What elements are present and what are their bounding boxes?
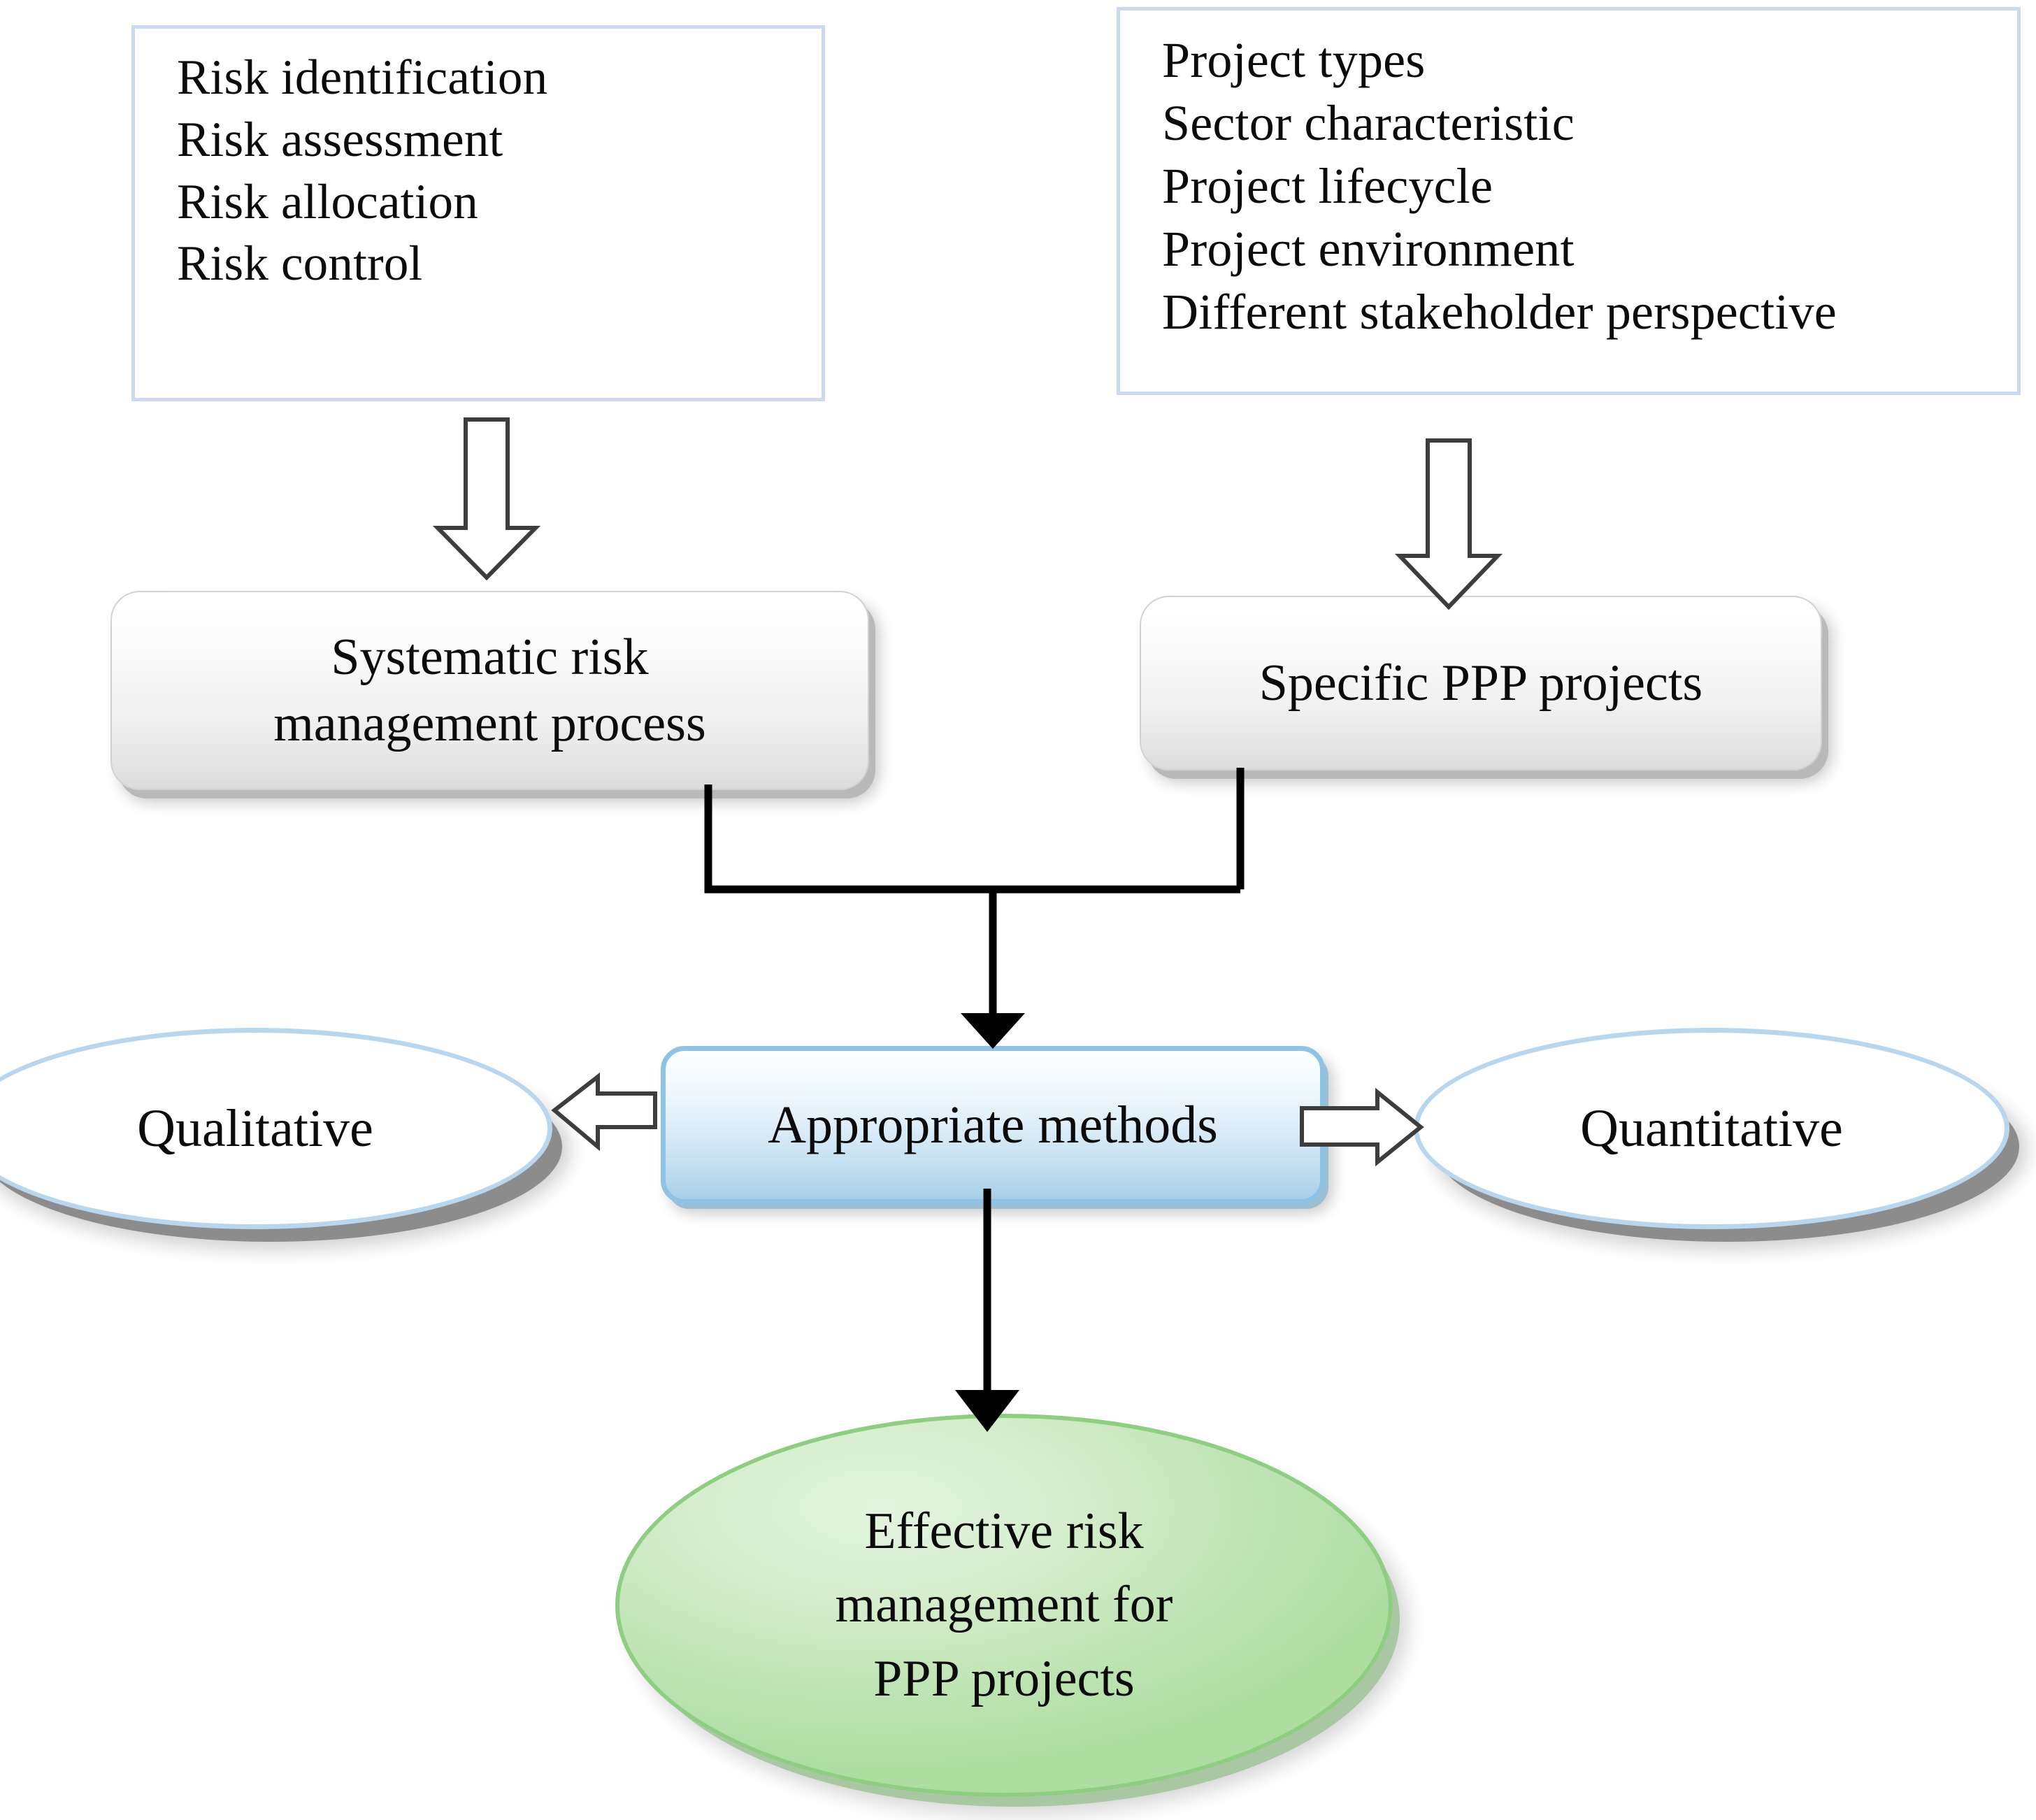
systematic-risk-process-node: Systematic risk management process <box>110 591 869 790</box>
block-arrow-right-icon <box>1300 1087 1424 1167</box>
list-item: Risk identification <box>177 50 548 105</box>
list-item: Project lifecycle <box>1162 158 1493 214</box>
effective-line-1: Effective risk <box>864 1503 1144 1561</box>
project-factors-box: Project types Sector characteristic Proj… <box>1117 7 2021 395</box>
appropriate-methods-label: Appropriate methods <box>768 1095 1218 1154</box>
list-item: Risk allocation <box>177 174 478 229</box>
effective-line-3: PPP projects <box>873 1649 1135 1707</box>
appropriate-methods-node: Appropriate methods <box>661 1046 1325 1204</box>
arrowhead-down-to-appropriate-methods-icon <box>961 1013 1025 1049</box>
risk-dimensions-box: Risk identification Risk assessment Risk… <box>131 25 825 401</box>
arrowhead-down-to-effective-icon <box>955 1390 1019 1432</box>
block-arrow-down-right-icon <box>1394 438 1503 610</box>
systematic-risk-process-label: Systematic risk management process <box>252 624 727 757</box>
effective-risk-management-node: Effective risk management for PPP projec… <box>615 1414 1393 1797</box>
qualitative-label: Qualitative <box>137 1098 373 1158</box>
block-arrow-down-left-icon <box>432 417 541 581</box>
systematic-line-1: Systematic risk <box>331 628 649 686</box>
list-item: Risk assessment <box>177 112 503 167</box>
list-item: Project types <box>1162 32 1426 88</box>
list-item: Project environment <box>1162 221 1575 277</box>
elbow-connector-left <box>704 784 1240 894</box>
block-arrow-left-icon <box>551 1072 657 1152</box>
list-item: Different stakeholder perspective <box>1162 284 1837 340</box>
effective-line-2: management for <box>835 1576 1173 1634</box>
systematic-line-2: management process <box>273 694 706 752</box>
list-item: Risk control <box>177 236 423 292</box>
qualitative-node: Qualitative <box>0 1028 552 1229</box>
quantitative-node: Quantitative <box>1414 1028 2009 1229</box>
list-item: Sector characteristic <box>1162 95 1575 151</box>
specific-ppp-projects-label: Specific PPP projects <box>1259 654 1703 712</box>
effective-risk-management-label: Effective risk management for PPP projec… <box>836 1495 1173 1715</box>
specific-ppp-projects-node: Specific PPP projects <box>1140 596 1822 771</box>
quantitative-label: Quantitative <box>1580 1098 1843 1158</box>
